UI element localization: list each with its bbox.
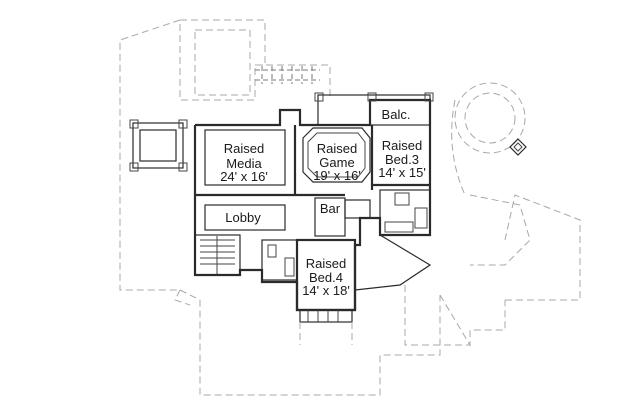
diamond-marker [509, 138, 527, 156]
bed3-dims: 14' x 15' [378, 165, 426, 180]
media-label-line1: Raised [224, 141, 264, 156]
left-tower [129, 119, 188, 172]
bed4-label-line2: Bed.4 [309, 270, 343, 285]
bed4-balcony [299, 309, 353, 345]
game-dims: 19' x 16' [313, 168, 361, 183]
media-label-line2: Media [226, 156, 262, 171]
balcony-label: Balc. [382, 107, 411, 122]
game-label-line1: Raised [317, 141, 357, 156]
room-labels: Raised Media 24' x 16' Raised Game 19' x… [220, 107, 426, 298]
angled-bay [354, 234, 432, 291]
bed3-label-line1: Raised [382, 138, 422, 153]
media-dims: 24' x 16' [220, 169, 268, 184]
bar-label: Bar [320, 201, 341, 216]
game-label-line2: Game [319, 155, 354, 170]
bed4-label-line1: Raised [306, 256, 346, 271]
bed3-label-line2: Bed.3 [385, 152, 419, 167]
bed4-dims: 14' x 18' [302, 283, 350, 298]
lobby-label: Lobby [225, 210, 261, 225]
lower-floor-outline [119, 19, 581, 396]
upper-floor-walls [193, 92, 434, 312]
